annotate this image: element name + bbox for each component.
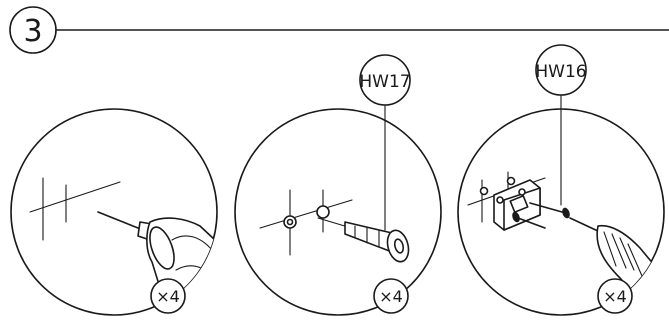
wall-marking-line <box>29 181 121 213</box>
drill-bit <box>97 211 144 231</box>
part-callout-circle <box>359 54 411 106</box>
panel-anchor: HW17 ×4 <box>234 54 442 316</box>
quantity-badge: ×4 <box>373 278 409 314</box>
panel-anchor-circle <box>234 108 442 316</box>
part-label: HW17 <box>359 72 410 92</box>
screwdriver-shaft <box>569 217 601 233</box>
quantity-label: ×4 <box>156 287 180 306</box>
panel-screw: HW16 ×4 <box>457 44 665 316</box>
quantity-badge-circle <box>150 278 186 314</box>
quantity-label: ×4 <box>603 287 627 306</box>
quantity-badge-circle <box>597 278 633 314</box>
panel-drill: ×4 <box>10 108 218 316</box>
quantity-badge: ×4 <box>150 278 186 314</box>
wall-anchor-icon <box>317 217 410 263</box>
part-label: HW16 <box>535 62 586 82</box>
panel-drill-circle <box>10 108 218 316</box>
quantity-label: ×4 <box>379 287 403 306</box>
drilled-hole <box>316 205 330 219</box>
step-header: 3 <box>9 6 669 54</box>
screw-icon <box>512 202 570 229</box>
quantity-badge-circle <box>373 278 409 314</box>
wall-marking-line <box>259 199 353 229</box>
mounting-bracket-icon <box>479 176 541 231</box>
part-callout: HW16 <box>535 44 587 206</box>
step-number: 3 <box>23 14 42 49</box>
drill-collar <box>149 226 175 270</box>
quantity-badge: ×4 <box>597 278 633 314</box>
part-callout-circle <box>535 44 587 96</box>
part-callout: HW17 <box>359 54 411 231</box>
